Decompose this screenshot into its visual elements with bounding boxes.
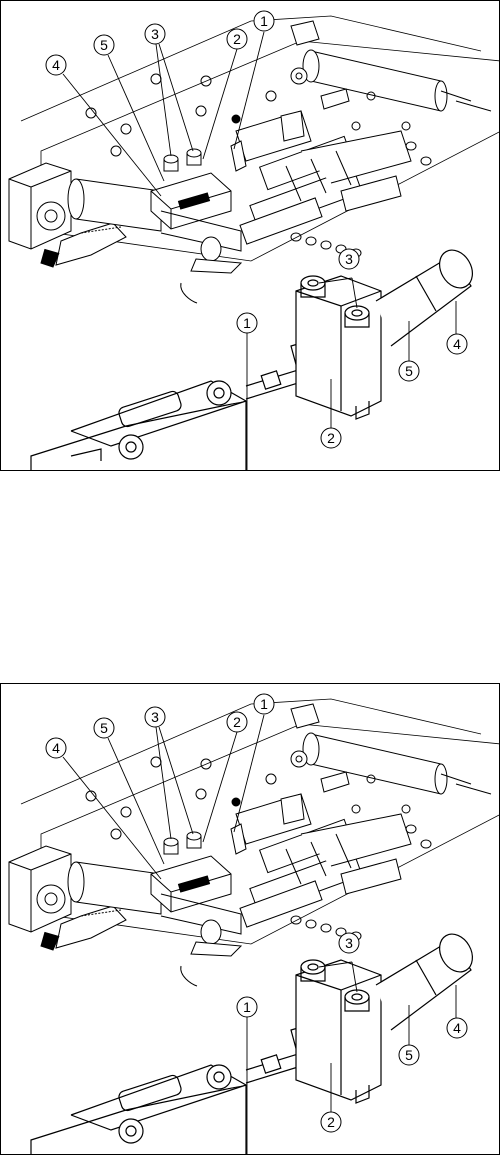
- callout-3-assembly: 3: [145, 24, 165, 44]
- callout-3-assembly: 3: [145, 707, 165, 727]
- callout-2-detail: 2: [321, 428, 341, 448]
- svg-text:2: 2: [233, 31, 241, 47]
- detail-view: [31, 244, 479, 470]
- callout-1-detail: 1: [237, 313, 257, 333]
- svg-text:3: 3: [151, 709, 159, 725]
- svg-text:5: 5: [100, 720, 108, 736]
- callout-4-assembly: 4: [46, 738, 66, 758]
- assembly-drawing-top: 1 2 3 4 5 1 2 3 4 5: [1, 1, 499, 470]
- callout-5-detail: 5: [399, 361, 419, 381]
- detail-view: [31, 928, 479, 1154]
- svg-text:3: 3: [345, 935, 353, 951]
- callout-2-detail: 2: [321, 1112, 341, 1132]
- svg-text:3: 3: [151, 26, 159, 42]
- machine-assembly: [9, 16, 499, 303]
- callout-1-assembly: 1: [254, 694, 274, 714]
- callout-2-assembly: 2: [227, 29, 247, 49]
- callout-3-detail: 3: [339, 249, 359, 269]
- callout-4-detail: 4: [447, 1018, 467, 1038]
- callout-5-assembly: 5: [94, 35, 114, 55]
- callout-2-assembly: 2: [227, 712, 247, 732]
- svg-text:4: 4: [52, 740, 60, 756]
- callout-5-detail: 5: [399, 1045, 419, 1065]
- svg-text:2: 2: [233, 714, 241, 730]
- machine-assembly: [9, 699, 499, 986]
- svg-text:2: 2: [327, 1114, 335, 1130]
- svg-text:4: 4: [453, 1020, 461, 1036]
- diagram-panel-bottom: 1 2 3 4 5 1 2 3 4 5: [0, 683, 500, 1155]
- diagram-panel-top: 1 2 3 4 5 1 2 3 4 5: [0, 0, 500, 471]
- svg-text:1: 1: [260, 13, 268, 29]
- svg-text:1: 1: [260, 696, 268, 712]
- callout-1-assembly: 1: [254, 11, 274, 31]
- svg-text:1: 1: [243, 999, 251, 1015]
- svg-text:4: 4: [52, 57, 60, 73]
- svg-text:4: 4: [453, 336, 461, 352]
- svg-text:3: 3: [345, 251, 353, 267]
- assembly-drawing-bottom: 1 2 3 4 5 1 2 3 4 5: [1, 684, 499, 1154]
- callout-4-assembly: 4: [46, 55, 66, 75]
- callout-5-assembly: 5: [94, 718, 114, 738]
- svg-text:5: 5: [405, 363, 413, 379]
- svg-text:1: 1: [243, 315, 251, 331]
- callout-1-detail: 1: [237, 997, 257, 1017]
- svg-text:5: 5: [405, 1047, 413, 1063]
- svg-text:5: 5: [100, 37, 108, 53]
- callout-3-detail: 3: [339, 933, 359, 953]
- svg-text:2: 2: [327, 430, 335, 446]
- callout-4-detail: 4: [447, 334, 467, 354]
